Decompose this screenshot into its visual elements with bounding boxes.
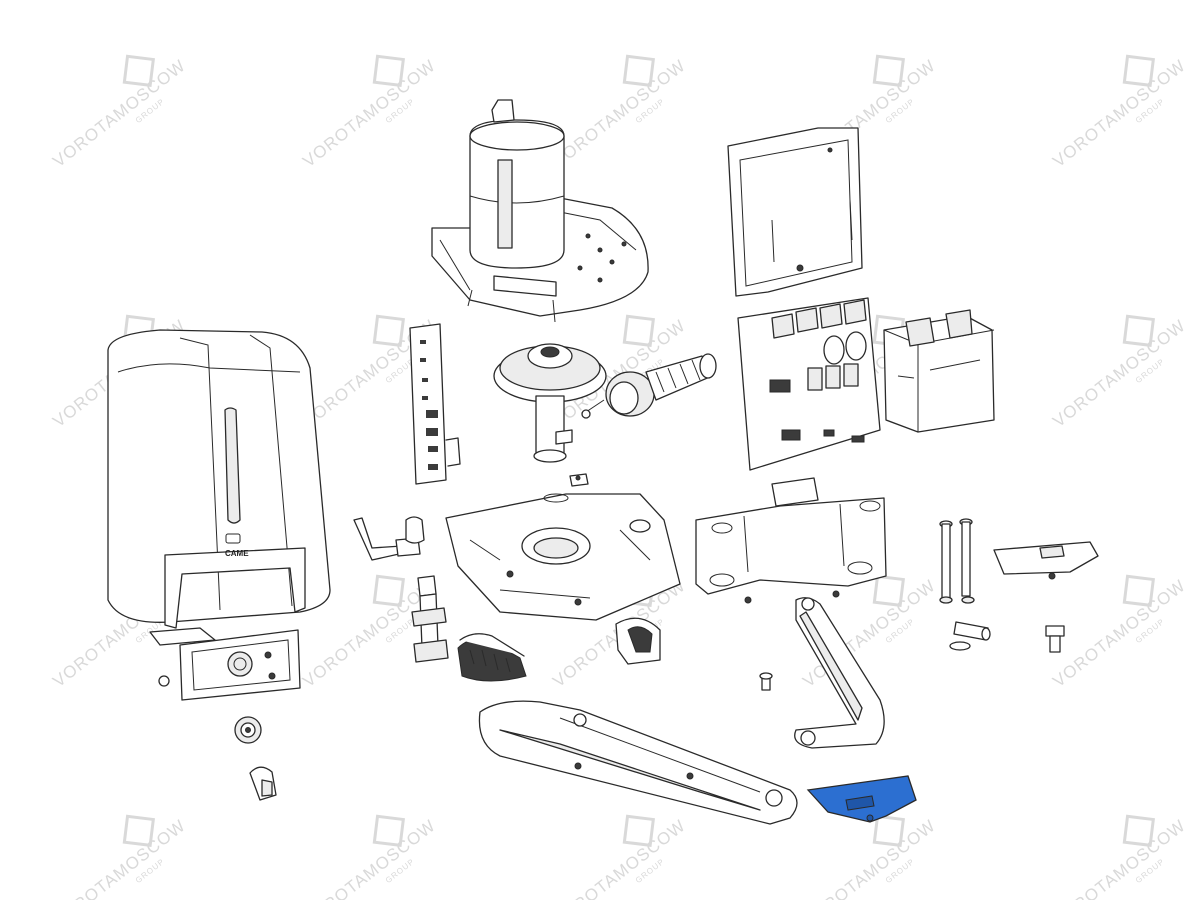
- watermark-logo-icon: [372, 814, 405, 847]
- straight-transmission-arm[interactable]: [478, 700, 798, 825]
- small-screw[interactable]: [569, 473, 589, 487]
- curved-transmission-arm[interactable]: [794, 597, 885, 749]
- watermark-text: VOROTAMOSCOW: [549, 816, 689, 900]
- watermark-logo-icon: [872, 54, 905, 87]
- watermark-logo-icon: [122, 814, 155, 847]
- watermark-text: VOROTAMOSCOW: [1049, 56, 1189, 171]
- output-gear-shaft[interactable]: [493, 343, 607, 463]
- stop-cam-right[interactable]: [615, 617, 661, 665]
- watermark-logo-icon: [872, 574, 905, 607]
- watermark-logo-icon: [122, 54, 155, 87]
- svg-text:CAME: CAME: [225, 549, 249, 558]
- encoder-circuit-strip[interactable]: [409, 323, 461, 485]
- lock-cylinder[interactable]: [234, 716, 262, 744]
- watermark-text: VOROTAMOSCOW: [49, 816, 189, 900]
- foundation-bracket[interactable]: [695, 477, 887, 604]
- watermark-logo-icon: [1122, 574, 1155, 607]
- cover-housing[interactable]: CAME: [107, 329, 331, 646]
- stop-cam-left[interactable]: [457, 633, 527, 682]
- came-logo: CAME: [225, 533, 249, 558]
- rubber-stop[interactable]: [405, 516, 425, 544]
- watermark-logo-icon: [622, 54, 655, 87]
- watermark-logo-icon: [372, 54, 405, 87]
- release-lock-panel[interactable]: [158, 629, 301, 701]
- highlighted-arm-stop[interactable]: [806, 775, 917, 823]
- watermark-text: VOROTAMOSCOW: [1049, 816, 1189, 900]
- watermark-text: VOROTAMOSCOW: [1049, 316, 1189, 431]
- anchor-bolt-1[interactable]: [939, 520, 953, 604]
- arm-stop-bracket[interactable]: [993, 541, 1099, 580]
- anchor-bolt-2[interactable]: [959, 518, 975, 604]
- watermark-text: VOROTAMOSCOW: [299, 56, 439, 171]
- control-board[interactable]: [737, 297, 881, 471]
- release-key[interactable]: [249, 766, 277, 801]
- hex-bolt[interactable]: [1045, 625, 1065, 653]
- watermark-text: VOROTAMOSCOW: [549, 56, 689, 171]
- watermark-logo-icon: [372, 574, 405, 607]
- control-board-mounting-plate[interactable]: [727, 127, 863, 297]
- microswitch-assembly[interactable]: [411, 575, 449, 663]
- worm-gear-shaft[interactable]: [581, 353, 717, 419]
- watermark-logo-icon: [622, 314, 655, 347]
- transformer[interactable]: [883, 309, 995, 433]
- watermark-logo-icon: [622, 814, 655, 847]
- watermark-logo-icon: [1122, 314, 1155, 347]
- watermark-text: VOROTAMOSCOW: [299, 816, 439, 900]
- watermark-text: VOROTAMOSCOW: [799, 816, 939, 900]
- watermark-logo-icon: [872, 814, 905, 847]
- base-housing[interactable]: [445, 493, 681, 621]
- motor-gearbox-assembly[interactable]: [431, 99, 649, 323]
- watermark-logo-icon: [1122, 814, 1155, 847]
- watermark-text: VOROTAMOSCOW: [49, 56, 189, 171]
- arm-screw[interactable]: [759, 672, 773, 691]
- pivot-pin[interactable]: [949, 621, 991, 651]
- watermark-text: VOROTAMOSCOW: [1049, 576, 1189, 691]
- watermark-logo-icon: [1122, 54, 1155, 87]
- watermark-logo-icon: [372, 314, 405, 347]
